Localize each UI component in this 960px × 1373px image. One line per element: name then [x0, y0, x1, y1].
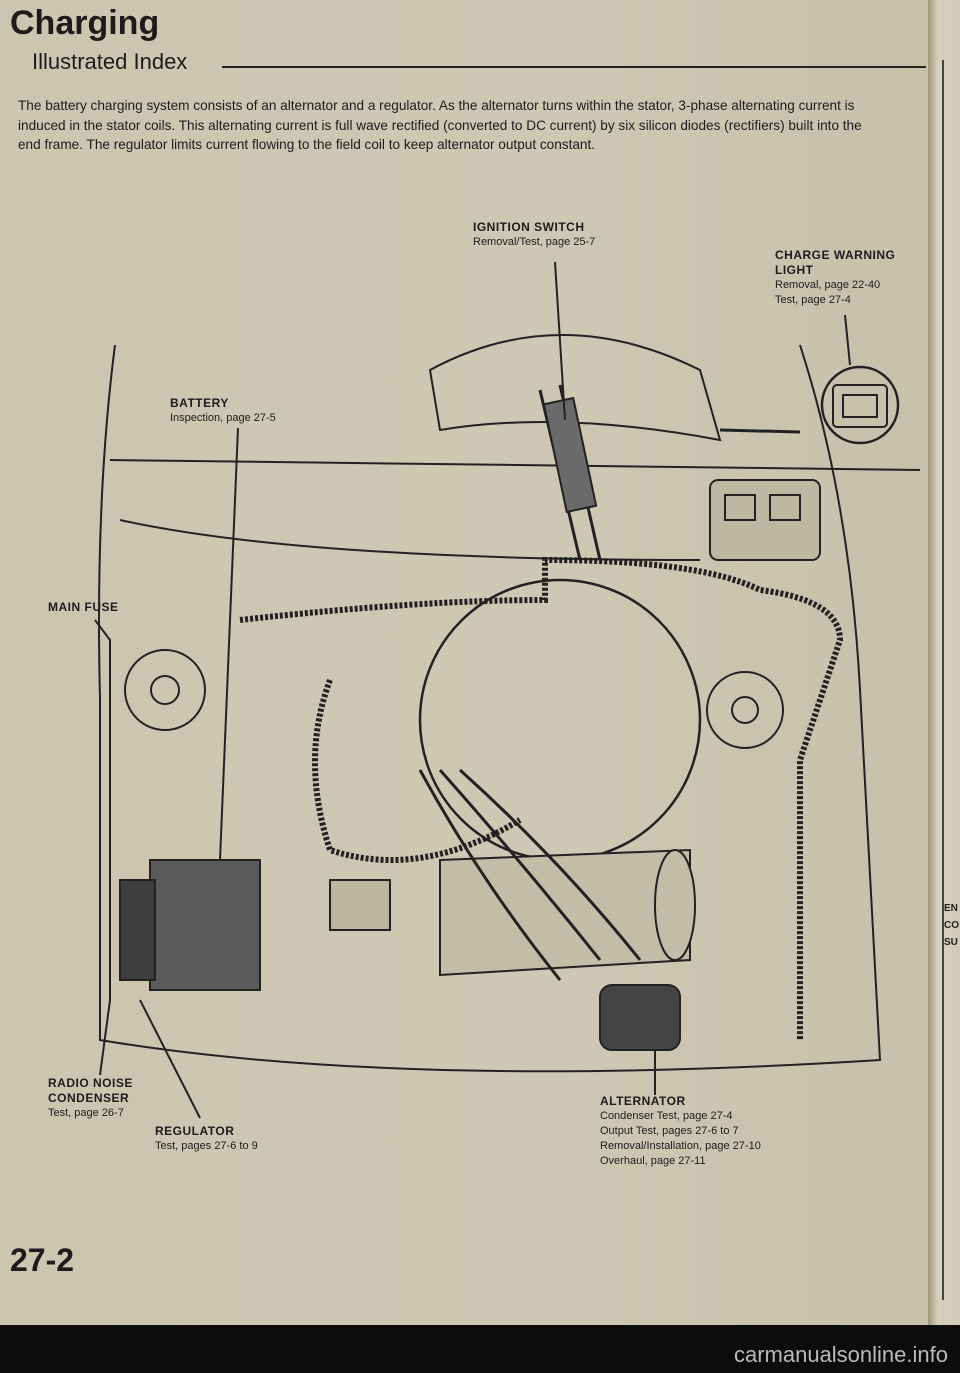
callout-ref: Output Test, pages 27-6 to 7 [600, 1125, 739, 1137]
callout-ref: Test, page 26-7 [48, 1107, 124, 1119]
title-rule [222, 66, 926, 68]
callout-title: ALTERNATOR [600, 1094, 686, 1108]
callout-radio-noise-condenser: RADIO NOISE CONDENSER Test, page 26-7 [48, 1076, 133, 1121]
adjacent-page-text: EN CO SU [944, 900, 959, 951]
page-subtitle: Illustrated Index [32, 49, 188, 74]
photo-background [0, 1325, 960, 1373]
callout-battery: BATTERY Inspection, page 27-5 [170, 396, 276, 426]
callout-regulator: REGULATOR Test, pages 27-6 to 9 [155, 1124, 258, 1154]
adjacent-text-line: CO [944, 920, 959, 931]
adjacent-text-line: EN [944, 903, 958, 914]
callout-ref: Overhaul, page 27-11 [600, 1155, 706, 1167]
callout-title: BATTERY [170, 396, 229, 410]
callout-ignition-switch: IGNITION SWITCH Removal/Test, page 25-7 [473, 220, 595, 250]
callout-ref: Removal/Installation, page 27-10 [600, 1140, 761, 1152]
manual-page: Charging Illustrated Index The battery c… [0, 0, 928, 1325]
callout-title: IGNITION SWITCH [473, 220, 585, 234]
callout-alternator: ALTERNATOR Condenser Test, page 27-4 Out… [600, 1094, 761, 1169]
callout-ref: Test, pages 27-6 to 9 [155, 1140, 258, 1152]
callout-title: LIGHT [775, 263, 814, 277]
adjacent-text-line: SU [944, 937, 958, 948]
callout-title: RADIO NOISE [48, 1076, 133, 1090]
page-number: 27-2 [10, 1242, 75, 1278]
watermark: carmanualsonline.info [733, 1342, 948, 1367]
callout-ref: Condenser Test, page 27-4 [600, 1110, 733, 1122]
callout-title: REGULATOR [155, 1124, 235, 1138]
adjacent-page-edge: EN CO SU [928, 0, 960, 1325]
callout-title: CHARGE WARNING [775, 248, 896, 262]
callout-charge-warning-light: CHARGE WARNING LIGHT Removal, page 22-40… [775, 248, 895, 308]
page-title: Charging [10, 4, 160, 42]
callout-ref: Inspection, page 27-5 [170, 412, 276, 424]
callout-title: MAIN FUSE [48, 600, 119, 614]
engine-compartment-diagram [94, 261, 921, 1119]
callout-main-fuse: MAIN FUSE [48, 600, 119, 615]
callout-title: CONDENSER [48, 1091, 130, 1105]
page-divider [942, 60, 944, 1300]
intro-paragraph: The battery charging system consists of … [18, 98, 862, 152]
callout-ref: Test, page 27-4 [775, 294, 851, 306]
callout-ref: Removal, page 22-40 [775, 279, 881, 291]
callout-ref: Removal/Test, page 25-7 [473, 236, 596, 248]
